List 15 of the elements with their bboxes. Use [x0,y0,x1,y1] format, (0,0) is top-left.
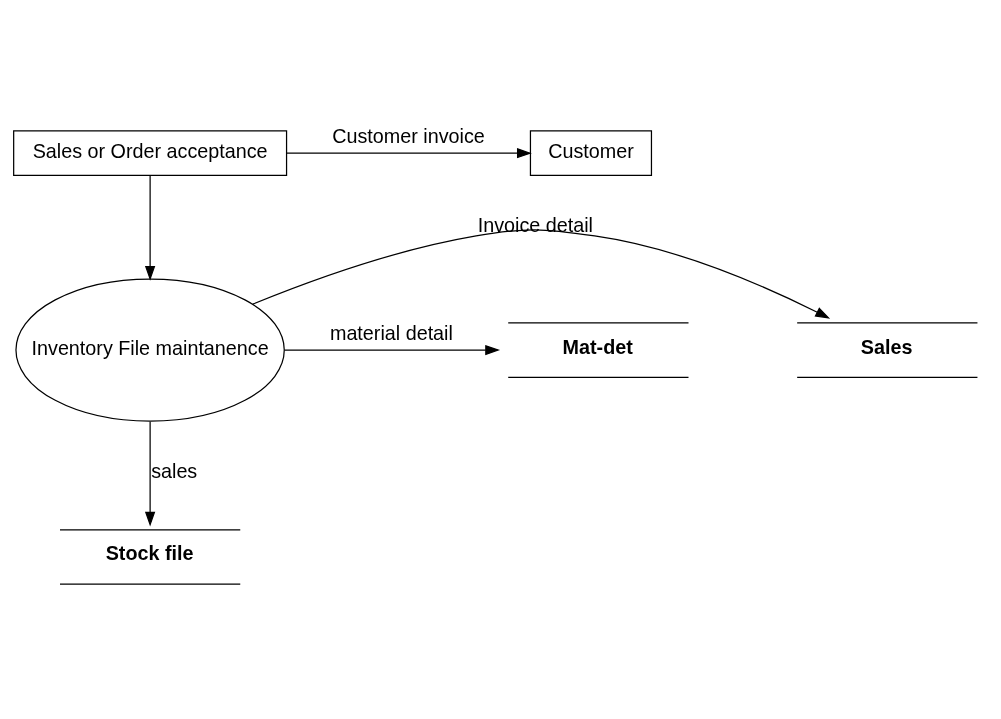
edge-label: Customer invoice [332,124,485,147]
arrow [144,174,156,281]
node-text: Stock file [105,541,194,564]
arrow [284,344,501,355]
edge-label: material detail [329,321,453,344]
node-ellipse: Inventory File maintanence [15,278,285,422]
node-box: Customer [529,129,653,176]
node-text: Sales [860,335,913,358]
node-box: Sales or Order acceptance [13,129,288,176]
node-text: Mat-det [562,335,633,358]
edge-label: sales [151,459,198,482]
arrow [285,147,532,158]
arrow [144,420,156,527]
edge-label: Invoice detail [477,213,594,236]
arrow [252,228,831,319]
